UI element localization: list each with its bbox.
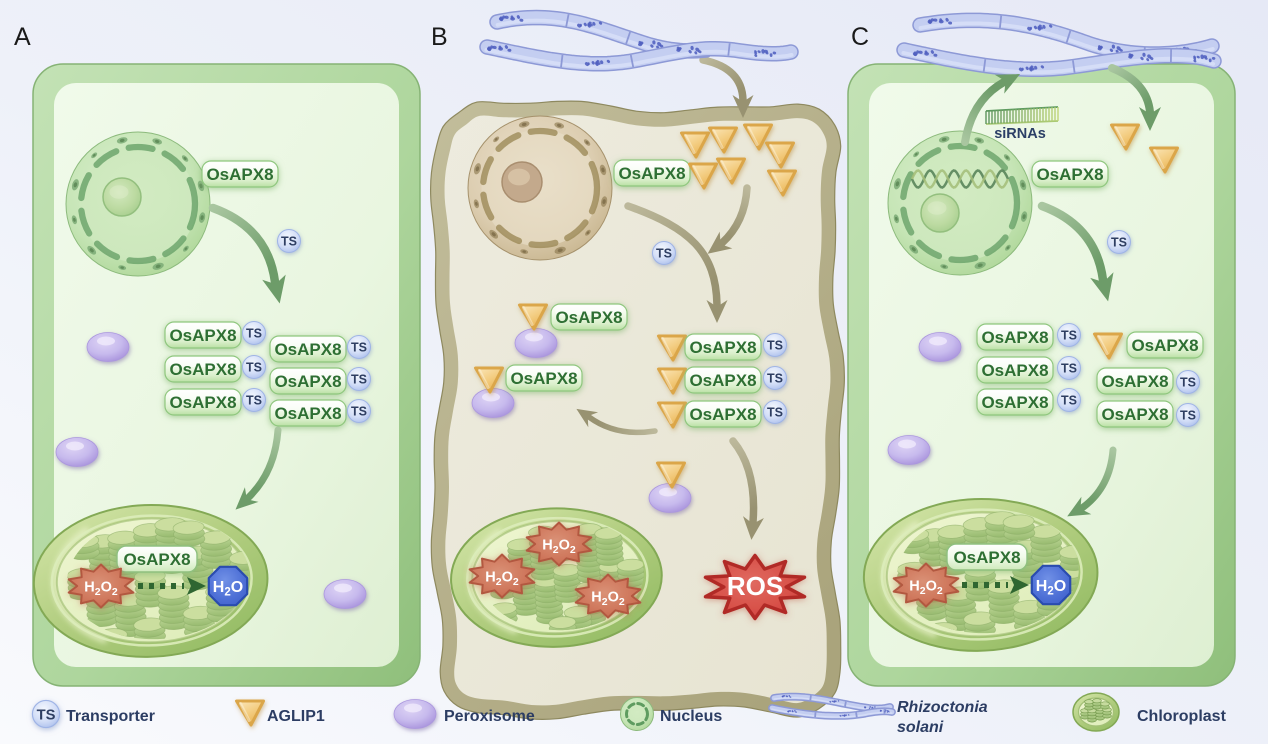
svg-text:Nucleus: Nucleus	[660, 708, 722, 725]
svg-text:H2O: H2O	[213, 579, 243, 599]
svg-text:H2O2: H2O2	[84, 580, 118, 598]
svg-text:H2O2: H2O2	[485, 570, 519, 588]
svg-text:A: A	[14, 23, 31, 51]
svg-text:solani: solani	[897, 719, 944, 736]
svg-text:ROS: ROS	[727, 571, 783, 601]
svg-text:siRNAs: siRNAs	[994, 126, 1046, 142]
svg-text:Chloroplast: Chloroplast	[1137, 708, 1227, 725]
svg-text:C: C	[851, 23, 869, 51]
svg-text:H2O: H2O	[1036, 578, 1066, 598]
svg-text:B: B	[431, 23, 448, 51]
svg-text:Peroxisome: Peroxisome	[444, 708, 535, 725]
svg-text:Transporter: Transporter	[66, 708, 155, 725]
svg-text:H2O2: H2O2	[591, 590, 625, 608]
svg-text:Rhizoctonia: Rhizoctonia	[897, 699, 988, 716]
svg-text:H2O2: H2O2	[542, 538, 576, 556]
svg-text:H2O2: H2O2	[909, 579, 943, 597]
svg-text:AGLIP1: AGLIP1	[267, 708, 325, 725]
